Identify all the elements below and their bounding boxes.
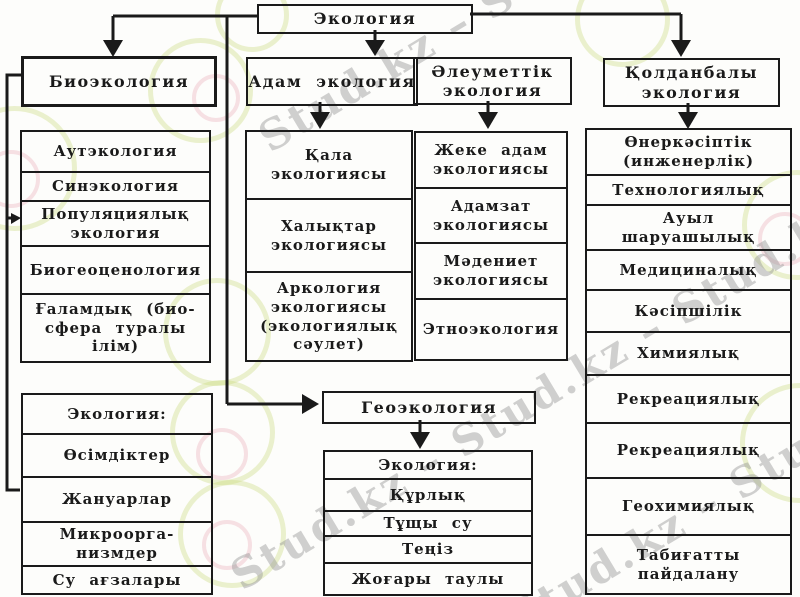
node-applied-ecology: Қолданбалы экология	[603, 58, 780, 107]
list-item: Экология:	[67, 404, 167, 423]
node-bioecology: Биоэкология	[21, 56, 217, 107]
list-item: Қала экологиясы	[270, 146, 388, 183]
list-item: Микроорга- низмдер	[23, 521, 211, 565]
bioecology-list: Аутэкология Синэкология Популяциялық эко…	[20, 130, 211, 363]
list-item: Адамзат экологиясы	[416, 187, 566, 242]
list-item: Өнеркәсіптік (инженерлік)	[622, 133, 755, 170]
list-item: Табиғатты пайдалану	[587, 534, 790, 593]
list-item: Аутэкология	[53, 142, 178, 161]
list-item: Экология:	[378, 455, 478, 474]
human-ecology-list: Қала экологиясы Халықтар экологиясы Арко…	[245, 130, 413, 362]
list-item: Ауыл шаруашылық	[587, 204, 790, 249]
list-item: Теңіз	[325, 535, 531, 562]
list-item: Жеке адам экологиясы	[432, 141, 550, 178]
list-item: Аркология экологиясы (экологиялық сәулет…	[247, 271, 411, 360]
list-item: Медициналық	[587, 249, 790, 289]
list-item: Кәсіпшілік	[587, 289, 790, 331]
social-ecology-list: Жеке адам экологиясы Адамзат экологиясы …	[414, 131, 568, 361]
node-social-ecology: Әлеуметтік экология	[413, 57, 572, 105]
list-item: Тұщы су	[325, 510, 531, 535]
list-item: Ғаламдық (био- сфера туралы ілім)	[22, 293, 209, 361]
list-item: Рекреациялық	[587, 374, 790, 422]
list-item: Этноэкология	[416, 298, 566, 359]
list-item: Мәдениет экологиясы	[416, 242, 566, 298]
geoecology-list: Экология: Құрлық Тұщы су Теңіз Жоғары та…	[323, 450, 533, 596]
bioecology-subgroup-list: Экология: Өсімдіктер Жануарлар Микроорга…	[21, 393, 213, 595]
list-item: Синэкология	[22, 171, 209, 200]
list-item: Биогеоценология	[22, 245, 209, 293]
list-item: Технологиялық	[587, 174, 790, 204]
list-item: Жануарлар	[23, 476, 211, 521]
node-human-ecology: Адам экология	[246, 57, 418, 106]
list-item: Өсімдіктер	[23, 433, 211, 476]
list-item: Құрлық	[325, 478, 531, 510]
list-item: Химиялық	[587, 331, 790, 374]
list-item: Жоғары таулы	[325, 562, 531, 594]
node-ecology-root: Экология	[257, 4, 473, 34]
list-item: Популяциялық экология	[22, 200, 209, 245]
list-item: Су ағзалары	[23, 565, 211, 593]
node-geoecology: Геоэкология	[322, 391, 536, 424]
list-item: Халықтар экологиясы	[247, 198, 411, 271]
list-item: Геохимиялық	[587, 477, 790, 534]
applied-ecology-list: Өнеркәсіптік (инженерлік) Технологиялық …	[585, 128, 792, 595]
list-item: Рекреациялық	[587, 422, 790, 477]
